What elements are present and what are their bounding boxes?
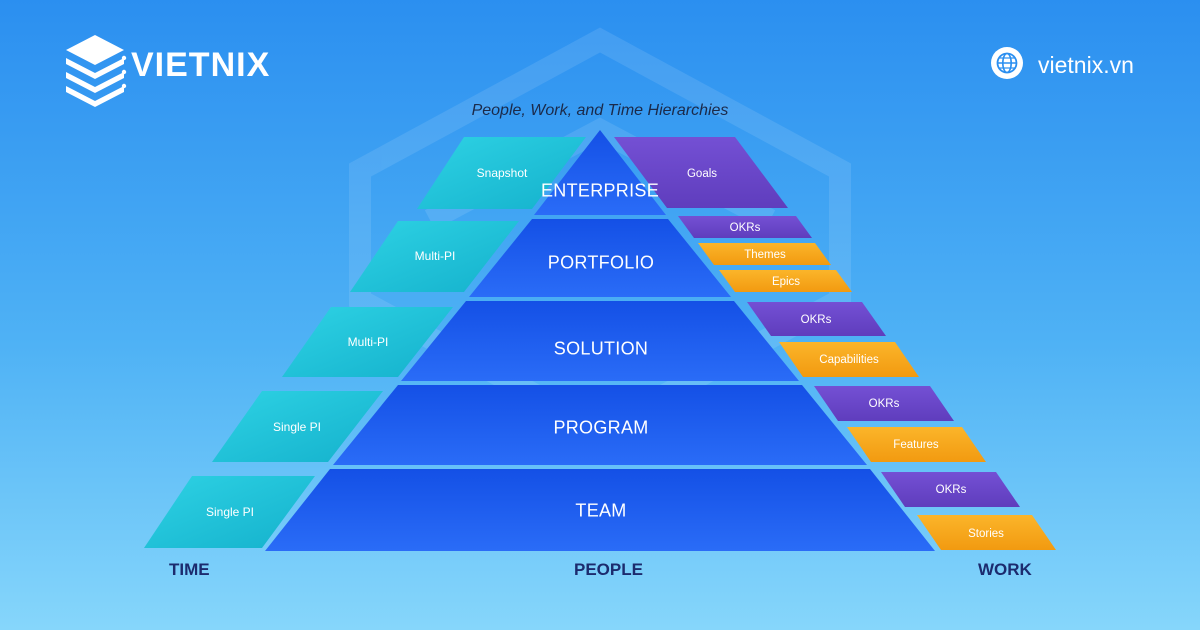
axis-label-people: PEOPLE bbox=[574, 560, 643, 579]
people-pyramid bbox=[265, 130, 935, 551]
work-label-stories: Stories bbox=[968, 528, 1004, 540]
level-label-program: PROGRAM bbox=[553, 417, 649, 438]
work-label-capabilities: Capabilities bbox=[819, 354, 879, 366]
work-box-portfolio-okrs bbox=[678, 216, 812, 238]
level-label-portfolio: PORTFOLIO bbox=[547, 252, 655, 273]
axis-label-work: WORK bbox=[978, 560, 1032, 579]
time-label-program: Single PI bbox=[272, 420, 322, 434]
work-label-goals: Goals bbox=[686, 168, 718, 180]
level-label-team: TEAM bbox=[575, 500, 627, 521]
diagram-title: People, Work, and Time Hierarchies bbox=[471, 102, 729, 119]
time-box-portfolio bbox=[350, 221, 519, 292]
time-label-solution: Multi-PI bbox=[347, 335, 389, 349]
work-label-portfolio-okrs: OKRs bbox=[729, 222, 761, 234]
pyramid-level-solution bbox=[401, 301, 799, 381]
work-label-solution-okrs: OKRs bbox=[800, 314, 832, 326]
time-box-solution bbox=[282, 307, 453, 377]
axis-label-time: TIME bbox=[169, 560, 210, 579]
time-label-enterprise: Snapshot bbox=[476, 166, 528, 180]
work-box-capabilities bbox=[779, 342, 919, 377]
work-label-themes: Themes bbox=[744, 249, 786, 261]
pyramid-level-portfolio bbox=[469, 219, 731, 297]
brand-name: VIETNIX bbox=[131, 46, 271, 84]
website-link[interactable]: vietnix.vn bbox=[1038, 52, 1134, 78]
pyramid-level-team bbox=[265, 469, 935, 551]
work-box-program-okrs bbox=[814, 386, 954, 421]
work-label-program-okrs: OKRs bbox=[868, 398, 900, 410]
pyramid-level-enterprise bbox=[534, 130, 666, 215]
work-box-solution-okrs bbox=[747, 302, 886, 336]
work-box-epics bbox=[719, 270, 852, 292]
work-box-team-okrs bbox=[881, 472, 1020, 507]
pyramid-level-program bbox=[333, 385, 867, 465]
level-label-enterprise: ENTERPRISE bbox=[540, 180, 660, 201]
time-box-team bbox=[144, 476, 315, 548]
work-box-stories bbox=[917, 515, 1056, 550]
work-label-epics: Epics bbox=[771, 276, 801, 288]
work-label-features: Features bbox=[893, 439, 939, 451]
work-label-team-okrs: OKRs bbox=[935, 484, 967, 496]
server-stack-icon bbox=[66, 35, 127, 107]
level-label-solution: SOLUTION bbox=[553, 338, 649, 359]
globe-icon bbox=[991, 47, 1023, 79]
work-box-features bbox=[847, 427, 986, 462]
time-label-team: Single PI bbox=[205, 505, 255, 519]
work-box-themes bbox=[698, 243, 831, 265]
work-boxes bbox=[614, 137, 1056, 550]
time-boxes bbox=[144, 137, 586, 548]
time-box-enterprise bbox=[417, 137, 586, 209]
work-box-goals bbox=[614, 137, 788, 208]
time-label-portfolio: Multi-PI bbox=[414, 249, 456, 263]
time-box-program bbox=[212, 391, 383, 462]
